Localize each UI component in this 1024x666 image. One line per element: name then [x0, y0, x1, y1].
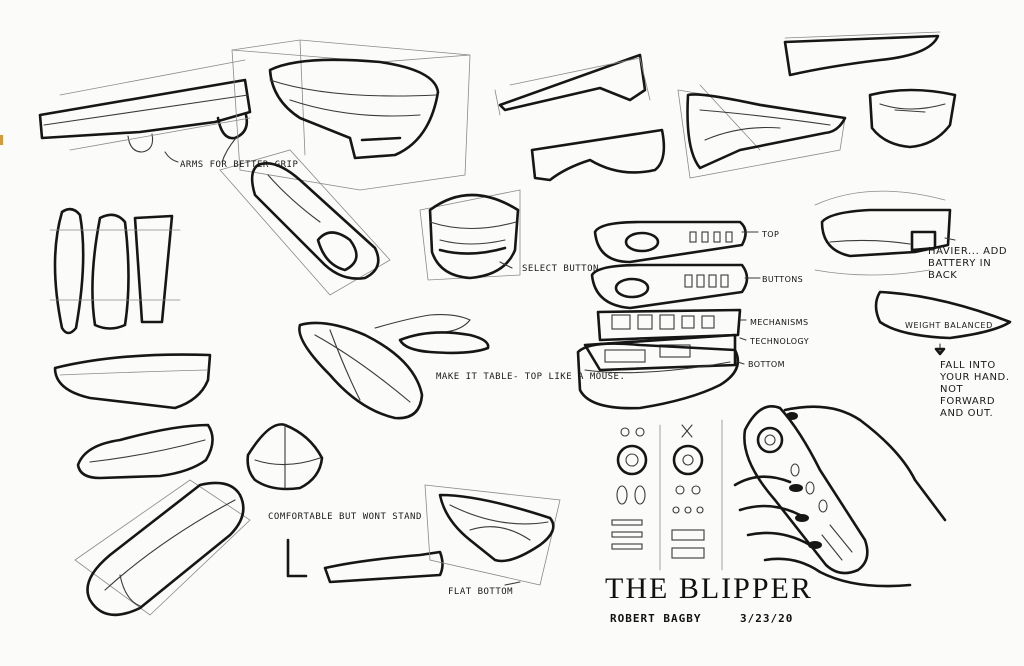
label-bottom: BOTTOM	[748, 360, 785, 369]
label-buttons: BUTTONS	[762, 275, 804, 284]
sketch-weight-balanced	[874, 290, 1012, 356]
sketch-tilted-pill	[219, 149, 391, 296]
author-name: ROBERT BAGBY	[610, 612, 702, 625]
label-top: TOP	[762, 230, 780, 239]
sketch-hand-remote	[733, 405, 947, 588]
sketch-heavier-remote	[814, 190, 952, 276]
note-fall-into-hand: FALL INTO YOUR HAND. NOT FORWARD AND OUT…	[940, 360, 1010, 419]
note-weight-balanced: WEIGHT BALANCED	[905, 321, 993, 330]
sketch-select-cup	[419, 189, 521, 281]
sketch-mouse-block	[231, 39, 471, 191]
sketch-button-layout	[611, 419, 723, 571]
label-mechanisms: MECHANISMS	[750, 318, 809, 327]
sketch-top-slab	[783, 31, 941, 77]
note-flat-bottom: FLAT BOTTOM	[448, 587, 514, 597]
note-select-button: SELECT BUTTON	[522, 264, 599, 274]
sketch-front-cup	[868, 88, 957, 149]
sketch-long-arm-remote	[38, 59, 252, 153]
note-arms-grip: ARMS FOR BETTER GRIP	[180, 160, 299, 170]
sketch-wedge-profile	[494, 53, 651, 116]
sketch-big-pill	[74, 479, 251, 617]
edge-mark	[0, 135, 3, 145]
sketch-tilted-mouse	[298, 321, 424, 420]
sketch-arrows	[164, 137, 956, 586]
sketch-silhouettes	[49, 207, 181, 335]
sketch-middle-flat	[53, 353, 212, 410]
note-heavier: HAVIER... ADD BATTERY IN BACK	[928, 246, 1008, 281]
sketch-flat-bar	[323, 550, 444, 584]
sketch-corner-mark	[286, 538, 308, 578]
sheet-date: 3/23/20	[740, 612, 794, 625]
sheet-title: THE BLIPPER	[605, 572, 813, 605]
label-technology: TECHNOLOGY	[750, 337, 809, 346]
sketch-perspective-wedge	[677, 84, 847, 179]
note-table-top: MAKE IT TABLE- TOP LIKE A MOUSE.	[436, 372, 626, 382]
sketch-flat-bottom-wedge	[424, 484, 561, 586]
note-comfortable: COMFORTABLE BUT WONT STAND	[268, 512, 422, 522]
sketch-lower-mouse	[76, 423, 214, 480]
sketch-exploded-stack	[576, 220, 749, 410]
sketch-hand-mouse	[374, 314, 490, 355]
sketch-onion-dome	[246, 423, 324, 491]
sketch-curved-slab	[530, 128, 666, 182]
